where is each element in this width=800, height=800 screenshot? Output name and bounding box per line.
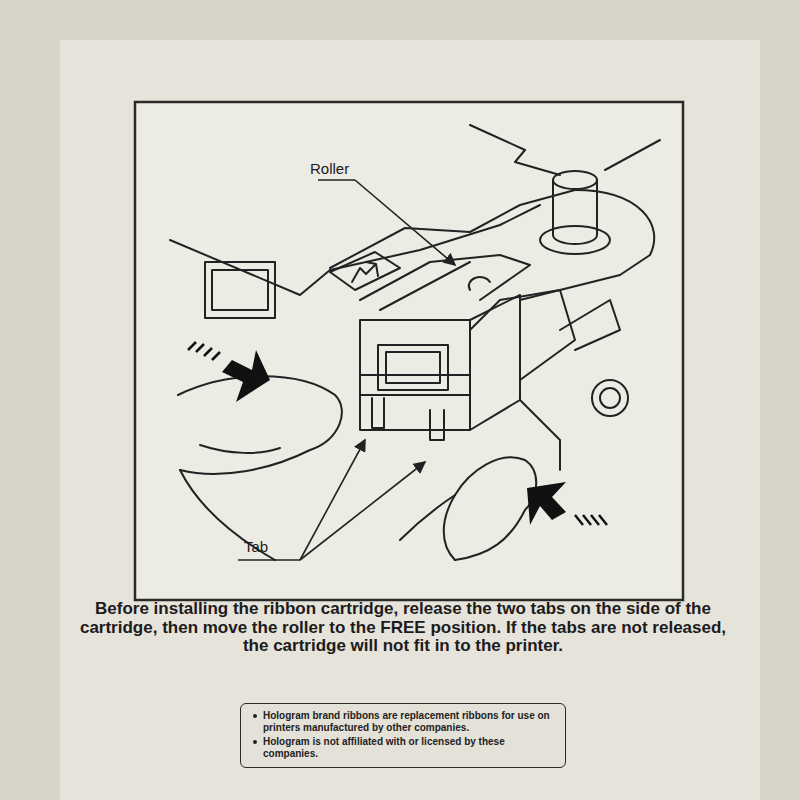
note-text: Hologram brand ribbons are replacement r… — [263, 710, 550, 733]
note-text: Hologram is not affiliated with or licen… — [263, 736, 505, 759]
part-label: Roller — [310, 160, 349, 177]
part-label: Tab — [244, 538, 268, 555]
instruction-caption: Before installing the ribbon cartridge, … — [78, 600, 728, 656]
bullet-dot — [253, 740, 257, 744]
note-item: Hologram brand ribbons are replacement r… — [251, 710, 555, 733]
note-box: Hologram brand ribbons are replacement r… — [240, 703, 566, 768]
bullet-dot — [253, 714, 257, 718]
note-item: Hologram is not affiliated with or licen… — [251, 736, 555, 759]
